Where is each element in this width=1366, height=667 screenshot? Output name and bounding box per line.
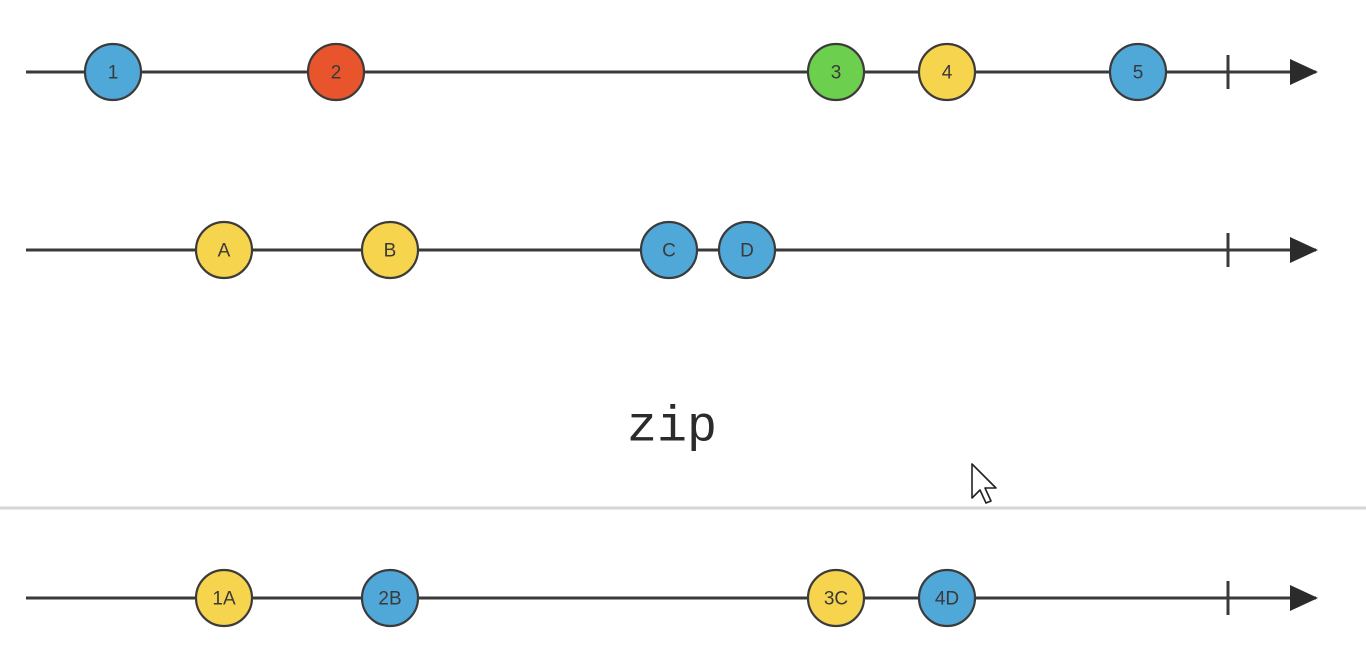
timelines: 1 2 3 4 5A B C D 1A 2B 3C 4D [26,42,1318,628]
timeline-source-2: A B C D [26,220,1318,280]
marble-label: D [740,241,754,262]
marble-label: B [384,241,397,262]
marble-label: 2B [378,589,401,610]
marble: 4 [917,42,977,102]
marble: 3C [806,568,866,628]
operator-label: zip [627,400,717,457]
marble: C [639,220,699,280]
pointer-cursor-icon [971,463,997,504]
marble-label: 2 [331,63,342,84]
marble-label: 4D [935,589,959,610]
marble-circle [360,568,420,628]
marble: 3 [806,42,866,102]
marble-circle [1108,42,1168,102]
marble-label: 5 [1133,63,1144,84]
marble-label: 3C [824,589,848,610]
marble-label: 1 [108,63,119,84]
marble-label: C [662,241,676,262]
marble: 2B [360,568,420,628]
marble-circle [639,220,699,280]
marble: 2 [306,42,366,102]
marble-circle [194,220,254,280]
marble-label: 1A [212,589,236,610]
marble-circle [717,220,777,280]
marble-circle [806,568,866,628]
timeline-source-1: 1 2 3 4 5 [26,42,1318,102]
marble-circle [360,220,420,280]
timeline-result: 1A 2B 3C 4D [26,568,1318,628]
marble: 4D [917,568,977,628]
marble-circle [917,42,977,102]
marble: A [194,220,254,280]
marble: 5 [1108,42,1168,102]
marble-circle [194,568,254,628]
marble-circle [917,568,977,628]
marble: 1A [194,568,254,628]
marble: B [360,220,420,280]
marble: 1 [83,42,143,102]
marble-circle [83,42,143,102]
marble-label: 4 [942,63,953,84]
marble: D [717,220,777,280]
marble-circle [306,42,366,102]
marble-label: A [218,241,231,262]
marble-label: 3 [831,63,842,84]
marble-circle [806,42,866,102]
